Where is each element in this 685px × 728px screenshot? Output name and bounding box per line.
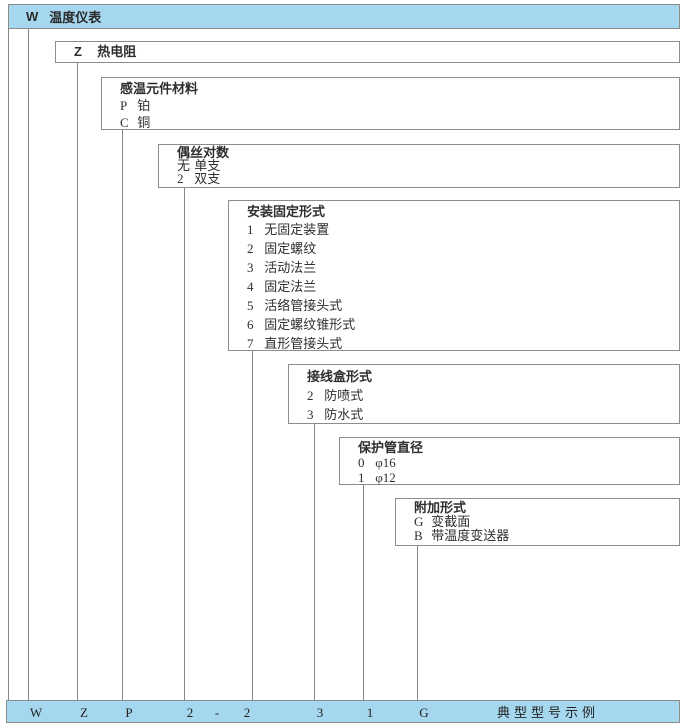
diameter-option: 1 φ12 xyxy=(358,470,679,485)
option-code: 0 xyxy=(358,455,365,470)
additional-form-box: 附加形式 G 变截面 B 带温度变送器 xyxy=(395,498,680,546)
tube-diameter-box: 保护管直径 0 φ16 1 φ12 xyxy=(339,437,680,485)
option-code: 2 xyxy=(177,171,184,186)
option-label: φ16 xyxy=(375,455,396,470)
pairs-option: 2 双支 xyxy=(177,172,679,185)
connector-line-diameter xyxy=(363,485,364,700)
example-code-char: Z xyxy=(80,705,88,720)
option-label: 无固定装置 xyxy=(264,222,330,237)
option-code: 2 xyxy=(247,241,254,256)
mounting-option: 6 固定螺纹锥形式 xyxy=(247,315,679,334)
option-label: 活络管接头式 xyxy=(264,298,343,313)
example-code-char: 1 xyxy=(366,705,374,720)
series-row: Z 热电阻 xyxy=(74,42,679,62)
option-label: 活动法兰 xyxy=(264,260,317,275)
title-bar: W 温度仪表 xyxy=(8,4,680,29)
tube-diameter-title: 保护管直径 xyxy=(358,440,424,455)
mounting-option: 5 活络管接头式 xyxy=(247,296,679,315)
sensor-material-box: 感温元件材料 P 铂 C 铜 xyxy=(101,77,680,130)
series-code: Z xyxy=(74,44,82,59)
example-code-bar: W Z P 2 - 2 3 1 G 典型型号示例 xyxy=(6,700,680,723)
option-code: B xyxy=(414,528,423,543)
option-code: G xyxy=(414,514,424,529)
option-code: 6 xyxy=(247,317,254,332)
mounting-option: 2 固定螺纹 xyxy=(247,239,679,258)
example-code-char: G xyxy=(419,705,429,720)
example-code-dash: - xyxy=(214,705,220,720)
option-code: 4 xyxy=(247,279,254,294)
option-label: 双支 xyxy=(194,171,221,186)
option-label: 固定法兰 xyxy=(264,279,317,294)
example-caption: 典型型号示例 xyxy=(497,705,600,720)
mounting-option: 4 固定法兰 xyxy=(247,277,679,296)
wire-pairs-box: 偶丝对数 无 单支 2 双支 xyxy=(158,144,680,188)
junction-option: 3 防水式 xyxy=(307,405,679,424)
mounting-option: 7 直形管接头式 xyxy=(247,334,679,353)
option-label: 固定螺纹锥形式 xyxy=(264,317,356,332)
example-code-char: 3 xyxy=(316,705,324,720)
option-code: 7 xyxy=(247,336,254,351)
extra-option: G 变截面 xyxy=(414,515,679,529)
junction-box-form-box: 接线盒形式 2 防喷式 3 防水式 xyxy=(288,364,680,424)
example-code-char: 2 xyxy=(243,705,251,720)
option-label: 变截面 xyxy=(431,514,471,529)
connector-line-z xyxy=(77,63,78,700)
diameter-option: 0 φ16 xyxy=(358,455,679,470)
series-label: 热电阻 xyxy=(97,44,137,59)
option-label: 固定螺纹 xyxy=(264,241,317,256)
pairs-option: 无 单支 xyxy=(177,159,679,172)
connector-line-mounting xyxy=(252,351,253,700)
option-code: P xyxy=(120,98,128,113)
title-bar-code: W xyxy=(26,9,39,24)
junction-option: 2 防喷式 xyxy=(307,386,679,405)
option-label: 铜 xyxy=(137,115,151,130)
connector-line-pairs xyxy=(184,188,185,700)
option-code: C xyxy=(120,115,129,130)
series-box: Z 热电阻 xyxy=(55,41,680,63)
title-bar-label: 温度仪表 xyxy=(49,10,102,25)
example-code-char: W xyxy=(29,705,43,720)
connector-line-extra xyxy=(417,546,418,700)
mounting-form-box: 安装固定形式 1 无固定装置 2 固定螺纹 3 活动法兰 4 固定法兰 5 活络… xyxy=(228,200,680,351)
option-label: φ12 xyxy=(375,470,396,485)
wire-pairs-title: 偶丝对数 xyxy=(177,145,230,160)
option-code: 1 xyxy=(358,470,365,485)
material-option: P 铂 xyxy=(120,97,679,114)
connector-line-w xyxy=(28,29,29,700)
option-label: 铂 xyxy=(137,98,151,113)
option-label: 单支 xyxy=(194,158,221,173)
connector-line-material xyxy=(122,130,123,700)
option-label: 带温度变送器 xyxy=(431,528,510,543)
frame-left-line xyxy=(8,29,9,700)
option-label: 防喷式 xyxy=(324,388,364,403)
option-code: 3 xyxy=(307,407,314,422)
option-code: 1 xyxy=(247,222,254,237)
sensor-material-title: 感温元件材料 xyxy=(120,81,199,96)
option-code: 3 xyxy=(247,260,254,275)
mounting-form-title: 安装固定形式 xyxy=(247,204,326,219)
additional-form-title: 附加形式 xyxy=(414,500,467,515)
mounting-option: 3 活动法兰 xyxy=(247,258,679,277)
material-option: C 铜 xyxy=(120,114,679,131)
option-code: 无 xyxy=(177,158,191,173)
junction-box-title: 接线盒形式 xyxy=(307,369,373,384)
connector-line-junction xyxy=(314,424,315,700)
example-code-char: 2 xyxy=(186,705,194,720)
mounting-option: 1 无固定装置 xyxy=(247,220,679,239)
option-code: 2 xyxy=(307,388,314,403)
example-code-char: P xyxy=(125,705,133,720)
option-code: 5 xyxy=(247,298,254,313)
option-label: 防水式 xyxy=(324,407,364,422)
extra-option: B 带温度变送器 xyxy=(414,529,679,543)
option-label: 直形管接头式 xyxy=(264,336,343,351)
